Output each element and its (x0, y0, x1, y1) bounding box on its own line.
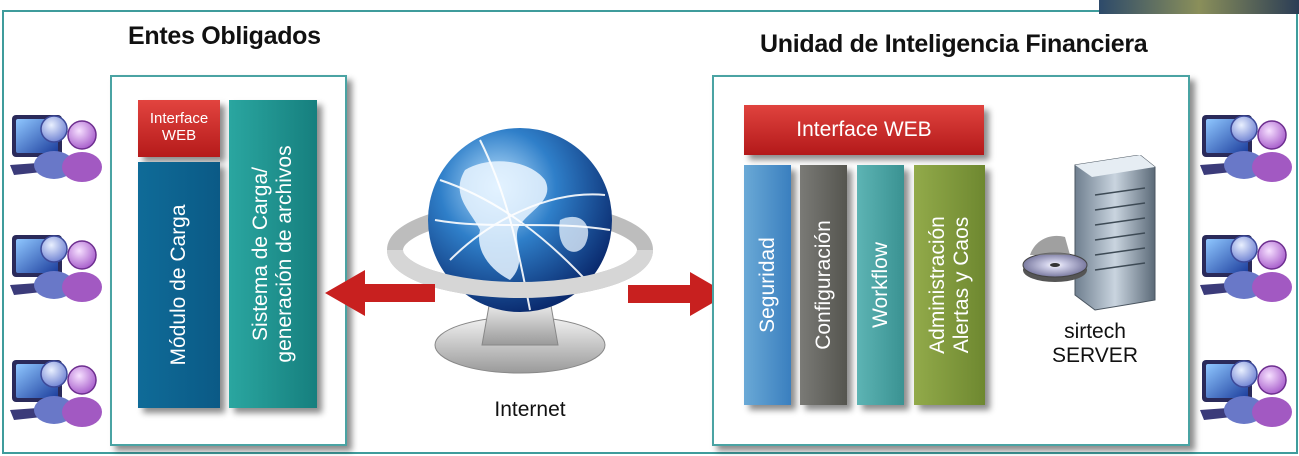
configuracion-block: Configuración (800, 165, 847, 405)
user-computer-icon (1200, 360, 1292, 427)
server-icon (1022, 155, 1156, 311)
arrow-right-icon (628, 272, 728, 316)
interface-web-block-left: Interface WEB (138, 100, 220, 157)
corner-photo (1099, 0, 1299, 14)
administracion-block: Administración Alertas y Caos (914, 165, 985, 405)
sirtech-server-label: sirtech SERVER (1035, 320, 1155, 368)
user-computer-icon (1200, 235, 1292, 302)
globe-icon (387, 128, 653, 374)
administracion-label: Administración Alertas y Caos (925, 216, 973, 354)
arrow-left-icon (325, 270, 435, 316)
workflow-block: Workflow (857, 165, 904, 405)
administracion-label-line1: Administración (925, 216, 949, 354)
seguridad-label: Seguridad (755, 237, 779, 333)
server-label-line1: sirtech (1064, 320, 1126, 343)
user-computer-icon (1200, 115, 1292, 182)
sistema-de-carga-block: Sistema de Carga/ generación de archivos (229, 100, 317, 408)
internet-label: Internet (494, 398, 566, 421)
user-computer-icon (10, 115, 102, 182)
interface-web-block-right: Interface WEB (744, 105, 984, 155)
right-section-title: Unidad de Inteligencia Financiera (760, 30, 1148, 58)
modulo-de-carga-label: Módulo de Carga (166, 204, 190, 366)
sistema-label-line1: Sistema de Carga/ (248, 167, 272, 341)
administracion-label-line2: Alertas y Caos (949, 216, 973, 354)
user-computer-icon (10, 235, 102, 302)
sistema-label-line2: generación de archivos (273, 145, 296, 363)
interface-web-label-line2: WEB (161, 127, 197, 144)
interface-web-label-line1: Interface (149, 110, 209, 127)
configuracion-label: Configuración (811, 220, 835, 350)
server-label-line2: SERVER (1052, 344, 1138, 367)
user-computer-icon (10, 360, 102, 427)
left-section-title: Entes Obligados (128, 22, 321, 50)
seguridad-block: Seguridad (744, 165, 791, 405)
workflow-label: Workflow (868, 242, 892, 328)
modulo-de-carga-block: Módulo de Carga (138, 162, 220, 408)
sistema-de-carga-label: Sistema de Carga/ generación de archivos (249, 145, 297, 362)
